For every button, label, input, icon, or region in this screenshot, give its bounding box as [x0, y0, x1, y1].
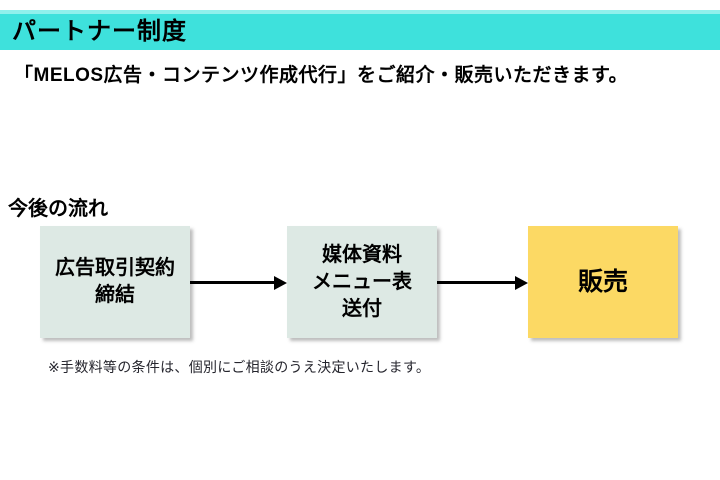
flow-step-label-line: 媒体資料: [322, 243, 402, 266]
section-label-flow: 今後の流れ: [8, 198, 108, 220]
flow-step-label-line: 広告取引契約: [55, 257, 175, 279]
flow-step-contract: 広告取引契約 締結: [40, 226, 190, 338]
flow-step-label-line: 販売: [577, 267, 628, 296]
footnote: ※手数料等の条件は、個別にご相談のうえ決定いたします。: [48, 359, 431, 375]
page-title: パートナー制度: [12, 18, 187, 45]
flow-step-label-line: 送付: [342, 297, 382, 320]
right-arrow-icon: [437, 281, 516, 284]
right-arrow-icon: [190, 281, 275, 284]
slide-title-bar: パートナー制度: [0, 10, 720, 50]
flow-step-label-line: 締結: [95, 284, 135, 306]
flow-step-sales: 販売: [528, 226, 678, 338]
slide-subtitle: 「MELOS広告・コンテンツ作成代行」をご紹介・販売いただきます。: [14, 65, 629, 86]
flow-step-label-line: メニュー表: [312, 270, 412, 293]
flow-step-materials: 媒体資料 メニュー表 送付: [287, 226, 437, 338]
